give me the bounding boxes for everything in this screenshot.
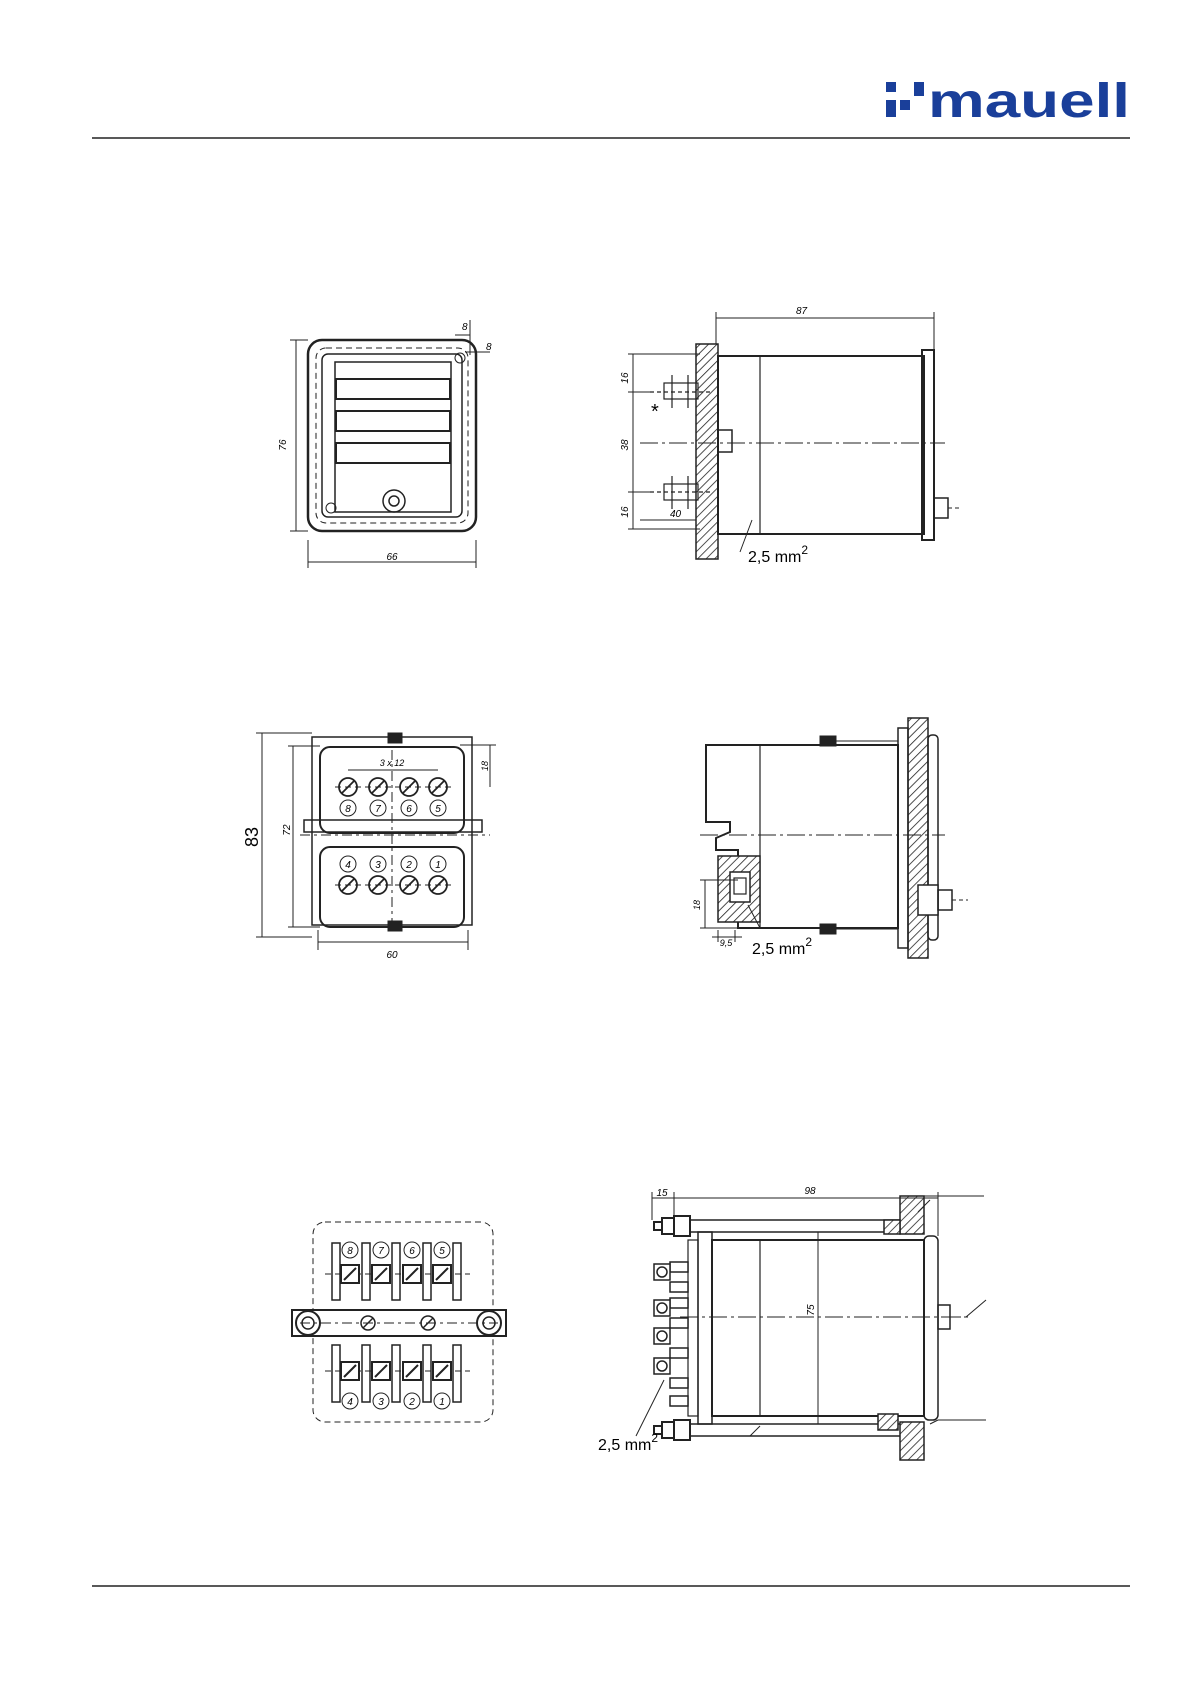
dim-bottom-16: 16	[620, 506, 631, 518]
terminal-number: 8	[347, 1246, 353, 1257]
wire-label-3: 2,5 mm2	[598, 1431, 658, 1454]
dim-height-76: 76	[278, 439, 289, 451]
drawing-1-side-view	[628, 312, 962, 559]
wire-label-2: 2,5 mm2	[752, 935, 812, 958]
drawing-1-front-view	[290, 320, 490, 568]
dim-height-83: 83	[242, 827, 262, 847]
wire-label-1: 2,5 mm2	[748, 543, 808, 566]
dim-corner-a: 8	[462, 322, 468, 333]
dim-middle-38: 38	[620, 439, 631, 451]
terminal-number: 2	[405, 860, 412, 871]
dim-corner-b: 8	[486, 342, 492, 353]
logo: mauell	[886, 75, 1130, 128]
logo-mark-icon	[886, 82, 924, 117]
dim-height-18: 18	[692, 900, 702, 910]
terminal-number: 1	[435, 860, 441, 871]
terminal-number: 3	[378, 1397, 384, 1408]
dim-offset-9-5: 9,5	[720, 938, 734, 948]
dim-left-15: 15	[656, 1188, 668, 1199]
drawing-3-front-view	[292, 1222, 506, 1422]
dim-top-16: 16	[620, 372, 631, 384]
terminal-number: 2	[408, 1397, 415, 1408]
terminal-number: 5	[439, 1246, 445, 1257]
terminal-number: 7	[378, 1246, 384, 1257]
terminal-number: 7	[375, 804, 381, 815]
drawing-2-front-view	[256, 733, 496, 950]
dim-height-75: 75	[806, 1304, 817, 1316]
dim-inner-height-72: 72	[282, 824, 293, 836]
terminal-number: 6	[406, 804, 412, 815]
dim-offset-40: 40	[670, 509, 682, 520]
dim-side-18: 18	[480, 761, 490, 771]
terminal-number: 1	[439, 1397, 445, 1408]
terminal-number: 8	[345, 804, 351, 815]
terminal-number: 5	[435, 804, 441, 815]
dim-length-87: 87	[796, 306, 808, 317]
terminal-number: 6	[409, 1246, 415, 1257]
dim-length-98: 98	[804, 1186, 816, 1197]
asterisk-mark: *	[651, 401, 659, 423]
dim-width-60: 60	[386, 950, 398, 961]
drawing-2-side-view	[700, 718, 968, 958]
dim-width-66: 66	[386, 552, 398, 563]
terminal-number: 4	[345, 860, 351, 871]
drawing-3-side-view	[636, 1192, 986, 1460]
terminal-number: 4	[347, 1397, 353, 1408]
dim-pitch: 3 x 12	[380, 758, 405, 768]
logo-text: mauell	[928, 75, 1130, 128]
terminal-number: 3	[375, 860, 381, 871]
